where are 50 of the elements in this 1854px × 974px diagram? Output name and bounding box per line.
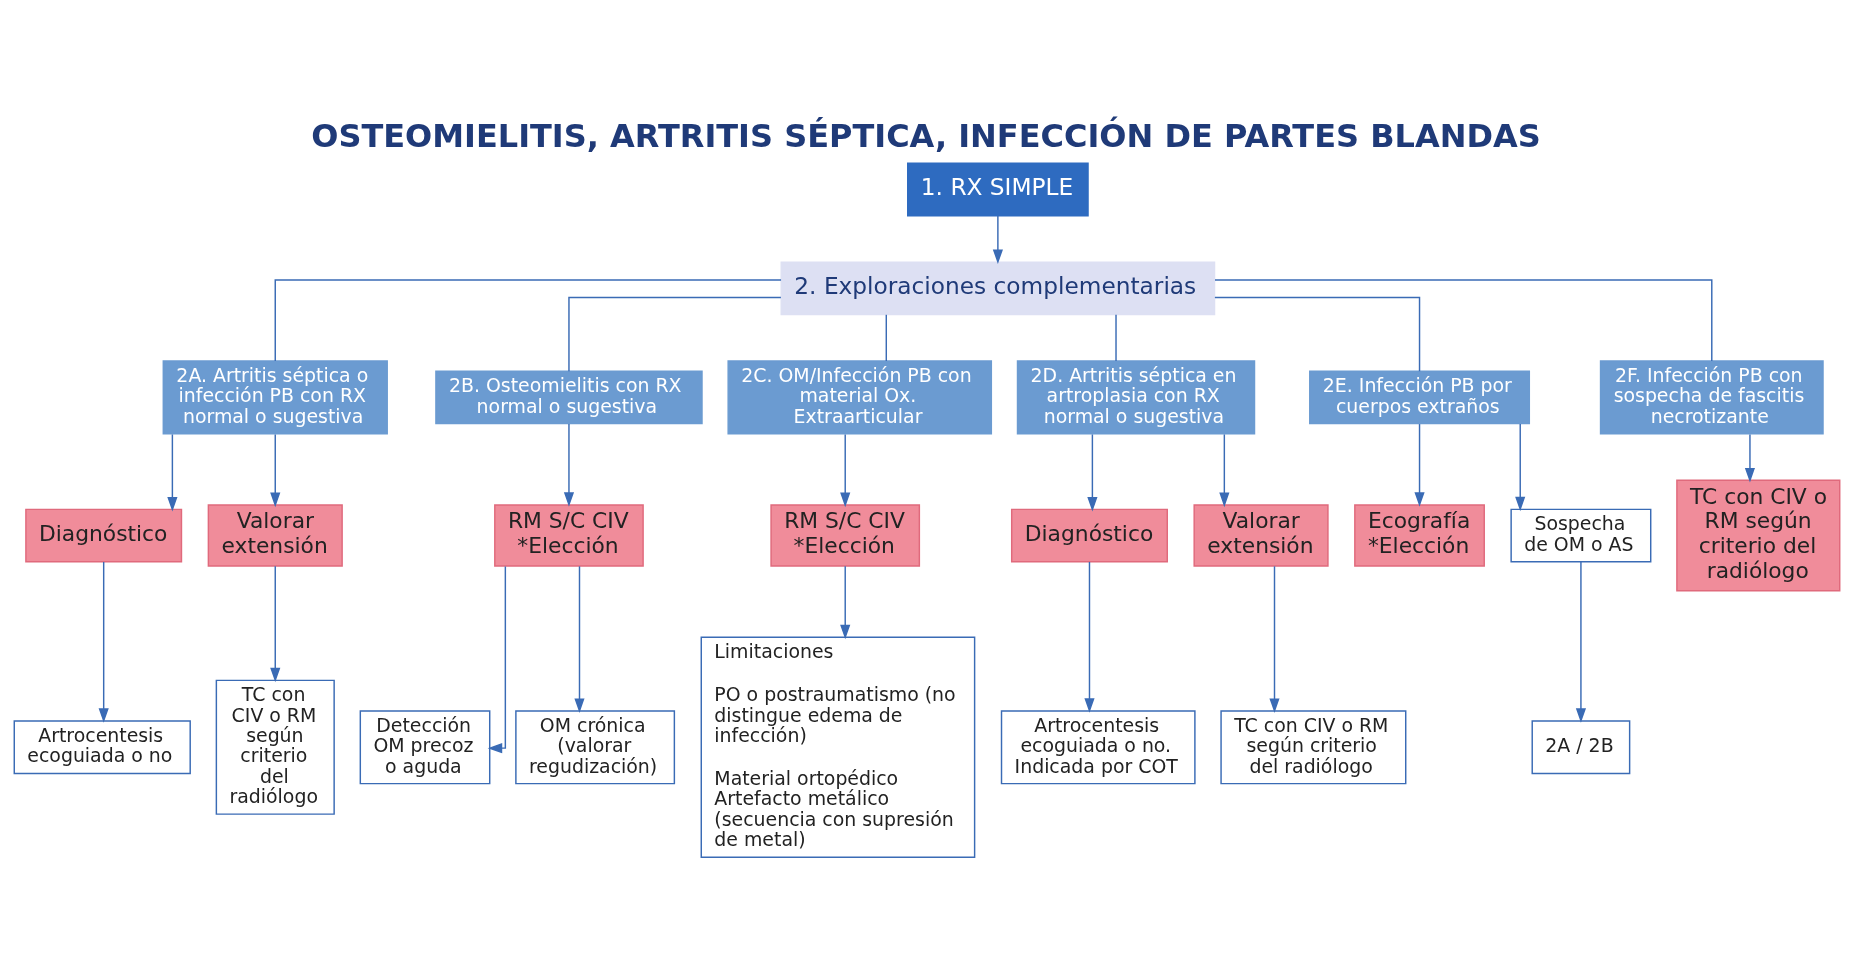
arrow (167, 433, 178, 512)
arrow (1219, 433, 1230, 508)
arrow (1269, 565, 1280, 713)
node-box: Valorar extensión (207, 504, 343, 567)
connector (568, 296, 782, 372)
connector (1115, 314, 1117, 362)
connector (1214, 279, 1713, 362)
node-box: RM S/C CIV *Elección (770, 504, 921, 567)
node-box: Detección OM precoz o aguda (359, 710, 491, 785)
node-box: 2C. OM/Infección PB con material Ox. Extraarticular (727, 360, 993, 435)
arrow (98, 561, 109, 723)
node-box: OM crónica (valorar regudización) (515, 710, 676, 785)
node-box: Diagnóstico (25, 508, 183, 563)
arrow (1414, 423, 1425, 507)
node-box: 2E. Infección PB por cuerpos extraños (1309, 370, 1531, 425)
node-box: Ecografía *Elección (1354, 504, 1485, 567)
node-box: 2F. Infección PB con sospecha de fascitis necrotizante (1599, 360, 1824, 435)
connector (274, 279, 782, 362)
node-box: 2. Exploraciones complementarias (780, 261, 1216, 316)
node-box: Valorar extensión (1193, 504, 1329, 567)
node-box: Sospecha de OM o AS (1510, 508, 1652, 563)
arrow (1744, 433, 1756, 483)
arrow (1515, 423, 1526, 512)
arrow (270, 565, 281, 683)
connector (1214, 296, 1421, 372)
node-box: 2D. Artritis séptica en artroplasia con RX normal o sugestiva (1016, 360, 1256, 435)
connector (885, 314, 887, 362)
node-box: Limitaciones PO o postraumatismo (no distingue edema de infección) Material ortopédico Artefacto metálico (secuencia con supresión de metal) (700, 636, 976, 859)
node-box: TC con CIV o RM según criterio del radiólogo (215, 679, 335, 815)
node-box: Diagnóstico (1010, 508, 1168, 563)
arrow (574, 565, 585, 713)
node-box: Artrocentesis ecoguiada o no (13, 720, 191, 775)
node-box: RM S/C CIV *Elección (494, 504, 644, 567)
node-box: TC con CIV o RM según criterio del radiólogo (1220, 710, 1407, 785)
arrow (840, 433, 851, 508)
arrow (1575, 561, 1587, 723)
node-box: 2A / 2B (1531, 720, 1631, 775)
arrow (840, 565, 851, 640)
arrow (1084, 561, 1095, 713)
diagram-title: OSTEOMIELITIS, ARTRITIS SÉPTICA, INFECCIÓN DE PARTES BLANDAS (311, 116, 1541, 155)
node-box: 2B. Osteomielitis con RX normal o sugestiva (435, 370, 703, 425)
arrow (992, 215, 1003, 264)
arrow (563, 423, 575, 507)
node-box: 2A. Artritis séptica o infección PB con RX normal o sugestiva (162, 360, 388, 435)
arrow (487, 565, 507, 754)
node-box: TC con CIV o RM según criterio del radiólogo (1676, 479, 1841, 592)
node-box: Artrocentesis ecoguiada o no. Indicada por COT (1000, 710, 1196, 785)
node-box: 1. RX SIMPLE (907, 162, 1089, 217)
arrow (1087, 433, 1098, 512)
arrow (270, 433, 281, 508)
